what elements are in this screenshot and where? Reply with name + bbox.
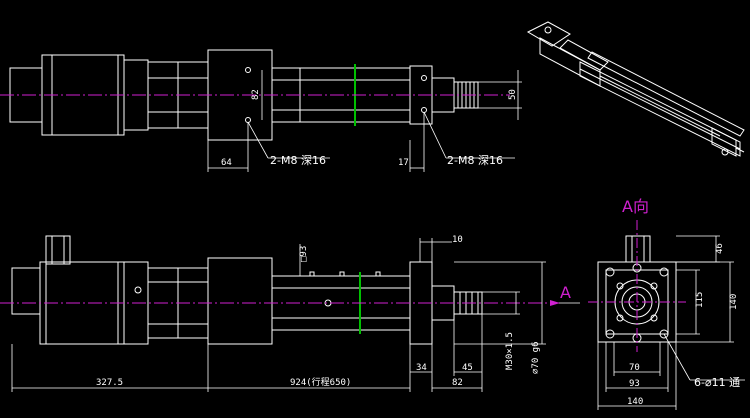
view-arrow xyxy=(550,300,560,306)
bolt-hole xyxy=(659,267,669,277)
bolt-hole xyxy=(605,267,615,277)
motor-plug xyxy=(625,235,651,263)
bolt-hole xyxy=(605,329,615,339)
dim-bolt-spacing: 82 xyxy=(251,89,261,100)
view-arrow-label: A xyxy=(560,283,571,302)
dim-height: 50 xyxy=(508,89,518,100)
dim-70: 70 xyxy=(629,363,640,373)
mount-bolt-hole xyxy=(245,67,251,73)
side-dims xyxy=(11,238,580,392)
bolt-hole xyxy=(659,329,669,339)
dim-flange: 34 xyxy=(416,363,427,373)
dim-thread: M30×1.5 xyxy=(505,332,515,370)
motor-connector xyxy=(11,267,41,315)
callout-right: 2-M8 深16 xyxy=(447,154,503,167)
dim-115: 115 xyxy=(695,292,705,308)
dim-body-len: 924(行程650) xyxy=(290,376,351,388)
dim-top: 46 xyxy=(715,243,725,254)
dim-rod-end: 45 xyxy=(462,363,473,373)
top-dims xyxy=(207,70,522,172)
dim-rod: 82 xyxy=(452,378,463,388)
dim-left-offset: 64 xyxy=(221,158,232,168)
dim-right-offset: 17 xyxy=(398,158,409,168)
dim-140-h: 140 xyxy=(627,397,643,407)
end-dims xyxy=(597,235,745,410)
callout-holes: 6-⌀11 通 xyxy=(694,376,740,389)
dim-140-v: 140 xyxy=(729,294,739,310)
mount-block xyxy=(207,257,273,345)
motor-plug xyxy=(45,235,71,265)
dim-square: □93 xyxy=(299,246,309,262)
mount-bolt-hole xyxy=(245,117,251,123)
end-view-title: A向 xyxy=(622,197,649,216)
callout-left: 2-M8 深16 xyxy=(270,154,326,167)
isometric-view xyxy=(526,21,745,157)
dim-rod-dia: ⌀70 g6 xyxy=(531,341,541,374)
dim-93: 93 xyxy=(629,379,640,389)
dim-motor-len: 327.5 xyxy=(96,378,123,388)
side-view xyxy=(11,235,483,345)
dim-flange-gap: 10 xyxy=(452,235,463,245)
